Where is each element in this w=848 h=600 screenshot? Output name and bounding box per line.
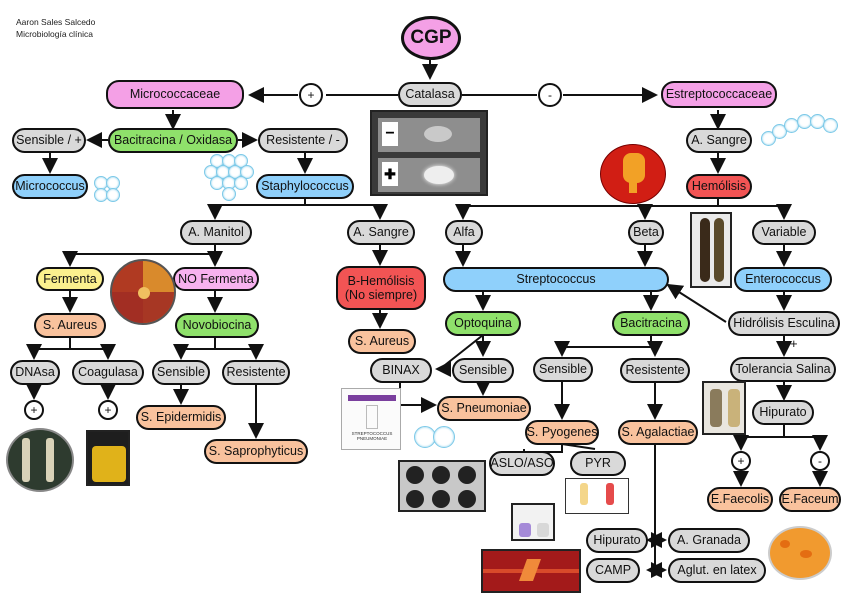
aslo-node: ASLO/ASO (489, 451, 555, 476)
resistente-novo-node: Resistente (222, 360, 290, 385)
optoquina-node: Optoquina (445, 311, 521, 336)
hidrolisis-esculina-node: Hidrólisis Esculina (728, 311, 840, 336)
sensible-opto-node: Sensible (452, 358, 514, 383)
mannitol-plate-photo (110, 259, 176, 325)
binax-node: BINAX (370, 358, 432, 383)
hemolisis-node: Hemólisis (686, 174, 752, 199)
micrococcaceae-node: Micrococcaceae (106, 80, 244, 109)
pyr-node: PYR (570, 451, 626, 476)
s-saprophyticus-node: S. Saprophyticus (204, 439, 308, 464)
dnase-plate-photo (6, 428, 74, 492)
aglutinacion-latex-node: Aglut. en latex (668, 558, 766, 583)
sensible-plus-node: Sensible / + (12, 128, 86, 153)
s-pneumoniae-node: S. Pneumoniae (437, 396, 531, 421)
bacitracina-oxidasa-node: Bacitracina / Oxidasa (108, 128, 238, 153)
s-pyogenes-node: S. Pyogenes (525, 420, 599, 445)
catalasa-negative: - (538, 83, 562, 107)
bacitracina-node: Bacitracina (612, 311, 690, 336)
sensible-novo-node: Sensible (152, 360, 210, 385)
camp-test-photo (481, 549, 581, 593)
no-fermenta-node: NO Fermenta (173, 267, 259, 291)
camp-node: CAMP (586, 558, 640, 583)
alfa-node: Alfa (445, 220, 483, 245)
e-faecolis-node: E.Faecolis (707, 487, 773, 512)
e-faecum-node: E.Faceum (779, 487, 841, 512)
catalase-test-photo: − ✚ (370, 110, 488, 196)
cgp-node: CGP (401, 16, 461, 60)
hipurato-positive: + (731, 451, 751, 471)
micrococcus-node: Micrococcus (12, 174, 88, 199)
beta-node: Beta (628, 220, 664, 245)
a-sangre-strep-node: A. Sangre (686, 128, 752, 153)
hipurato-negative: - (810, 451, 830, 471)
hidrolisis-positive: + (790, 336, 798, 351)
esculin-tube-photo (690, 212, 732, 288)
hipurato-entero-node: Hipurato (752, 400, 814, 425)
catalase-negative-label: − (382, 122, 398, 146)
a-granada-node: A. Granada (668, 528, 750, 553)
coagulasa-positive: + (98, 400, 118, 420)
resistente-baci-node: Resistente (620, 358, 690, 383)
granada-agar-photo (768, 526, 832, 580)
s-aureus-1-node: S. Aureus (34, 313, 106, 338)
catalase-positive-label: ✚ (382, 162, 398, 186)
pyr-tubes-photo (565, 478, 629, 514)
estreptococcaceae-node: Estreptococcaceae (661, 81, 777, 108)
coagulase-tube-photo (86, 430, 130, 486)
b-hemolisis-node: B-Hemólisis (No siempre) (336, 266, 426, 310)
streptococcus-node: Streptococcus (443, 267, 669, 292)
tolerancia-salina-node: Tolerancia Salina (730, 357, 836, 382)
catalasa-node: Catalasa (398, 82, 462, 107)
hippurate-tubes-photo (511, 503, 555, 541)
variable-node: Variable (752, 220, 816, 245)
s-epidermidis-node: S. Epidermidis (136, 405, 226, 430)
binax-card-photo: STREPTOCOCCUS PNEUMONIAE (341, 388, 401, 450)
novobiocina-node: Novobiocina (175, 313, 259, 338)
a-sangre-staph-node: A. Sangre (347, 220, 415, 245)
author-name: Aaron Sales Salcedo (16, 17, 96, 27)
aslo-plate-photo (398, 460, 486, 512)
catalasa-positive: + (299, 83, 323, 107)
s-agalactiae-node: S. Agalactiae (618, 420, 698, 445)
sensible-baci-node: Sensible (533, 357, 593, 382)
resistente-minus-node: Resistente / - (258, 128, 348, 153)
blood-agar-photo (600, 144, 666, 204)
author-subject: Microbiología clínica (16, 29, 94, 39)
dnasa-positive: + (24, 400, 44, 420)
enterococcus-node: Enterococcus (734, 267, 832, 292)
coagulasa-node: Coagulasa (72, 360, 144, 385)
dnasa-node: DNAsa (10, 360, 60, 385)
fermenta-node: Fermenta (36, 267, 104, 291)
salt-tolerance-photo (702, 381, 746, 435)
s-aureus-2-node: S. Aureus (348, 329, 416, 354)
a-manitol-node: A. Manitol (180, 220, 252, 245)
hipurato-agalactiae-node: Hipurato (586, 528, 648, 553)
binax-card-title: STREPTOCOCCUS PNEUMONIAE (351, 431, 393, 441)
staphylococcus-node: Staphylococcus (256, 174, 354, 199)
